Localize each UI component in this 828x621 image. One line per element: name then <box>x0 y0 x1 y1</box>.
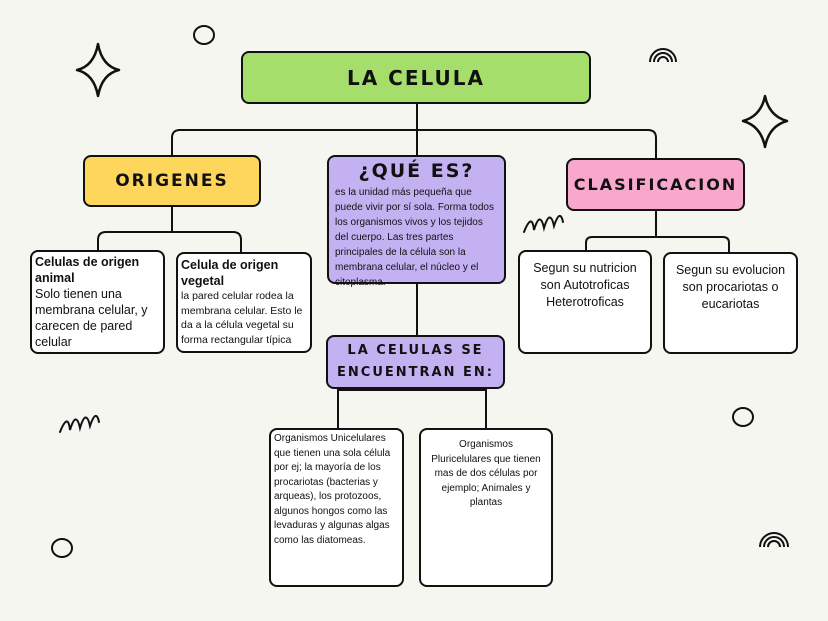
evolucion-box: Segun su evolucion son procariotas o euc… <box>663 252 798 354</box>
sparkle-icon <box>75 42 789 149</box>
evolucion-text: Segun su evolucion son procariotas o euc… <box>675 263 786 311</box>
animal-origin-box: Celulas de origen animal Solo tienen una… <box>30 250 165 354</box>
encuentran-box: LA CELULAS SE ENCUENTRAN EN: <box>326 335 505 389</box>
squiggle-icon <box>59 215 564 433</box>
origenes-title: ORIGENES <box>115 171 229 191</box>
clasificacion-title: CLASIFICACION <box>573 175 738 194</box>
unicelulares-box: Organismos Unicelulares que tienen una s… <box>269 428 404 587</box>
encuentran-title: LA CELULAS SE ENCUENTRAN EN: <box>337 343 494 380</box>
main-title: LA CELULA <box>346 65 486 90</box>
circle-decor-icon <box>51 25 754 558</box>
pluricelulares-box: Organismos Pluricelulares que tienen mas… <box>419 428 553 587</box>
animal-origin-body: Solo tienen una membrana celular, y care… <box>35 287 148 349</box>
vegetal-origin-box: Celula de origen vegetal la pared celula… <box>176 252 312 353</box>
que-es-box: ¿QUÉ ES? es la unidad más pequeña que pu… <box>327 155 506 288</box>
origenes-box: ORIGENES <box>83 155 261 207</box>
main-title-box: LA CELULA <box>241 51 591 104</box>
nutricion-box: Segun su nutricion son Autotroficas Hete… <box>518 250 652 354</box>
animal-origin-heading: Celulas de origen animal <box>35 255 140 285</box>
unicelulares-text: Organismos Unicelulares que tienen una s… <box>274 433 391 546</box>
rainbow-icon <box>649 48 789 548</box>
pluricelulares-text: Organismos Pluricelulares que tienen mas… <box>431 439 541 508</box>
que-es-title: ¿QUÉ ES? <box>358 160 475 182</box>
vegetal-origin-body: la pared celular rodea la membrana celul… <box>181 290 303 346</box>
clasificacion-box: CLASIFICACION <box>566 158 745 211</box>
nutricion-text: Segun su nutricion son Autotroficas Hete… <box>533 261 637 309</box>
vegetal-origin-heading: Celula de origen vegetal <box>181 258 279 288</box>
que-es-body: es la unidad más pequeña que puede vivir… <box>335 187 494 288</box>
